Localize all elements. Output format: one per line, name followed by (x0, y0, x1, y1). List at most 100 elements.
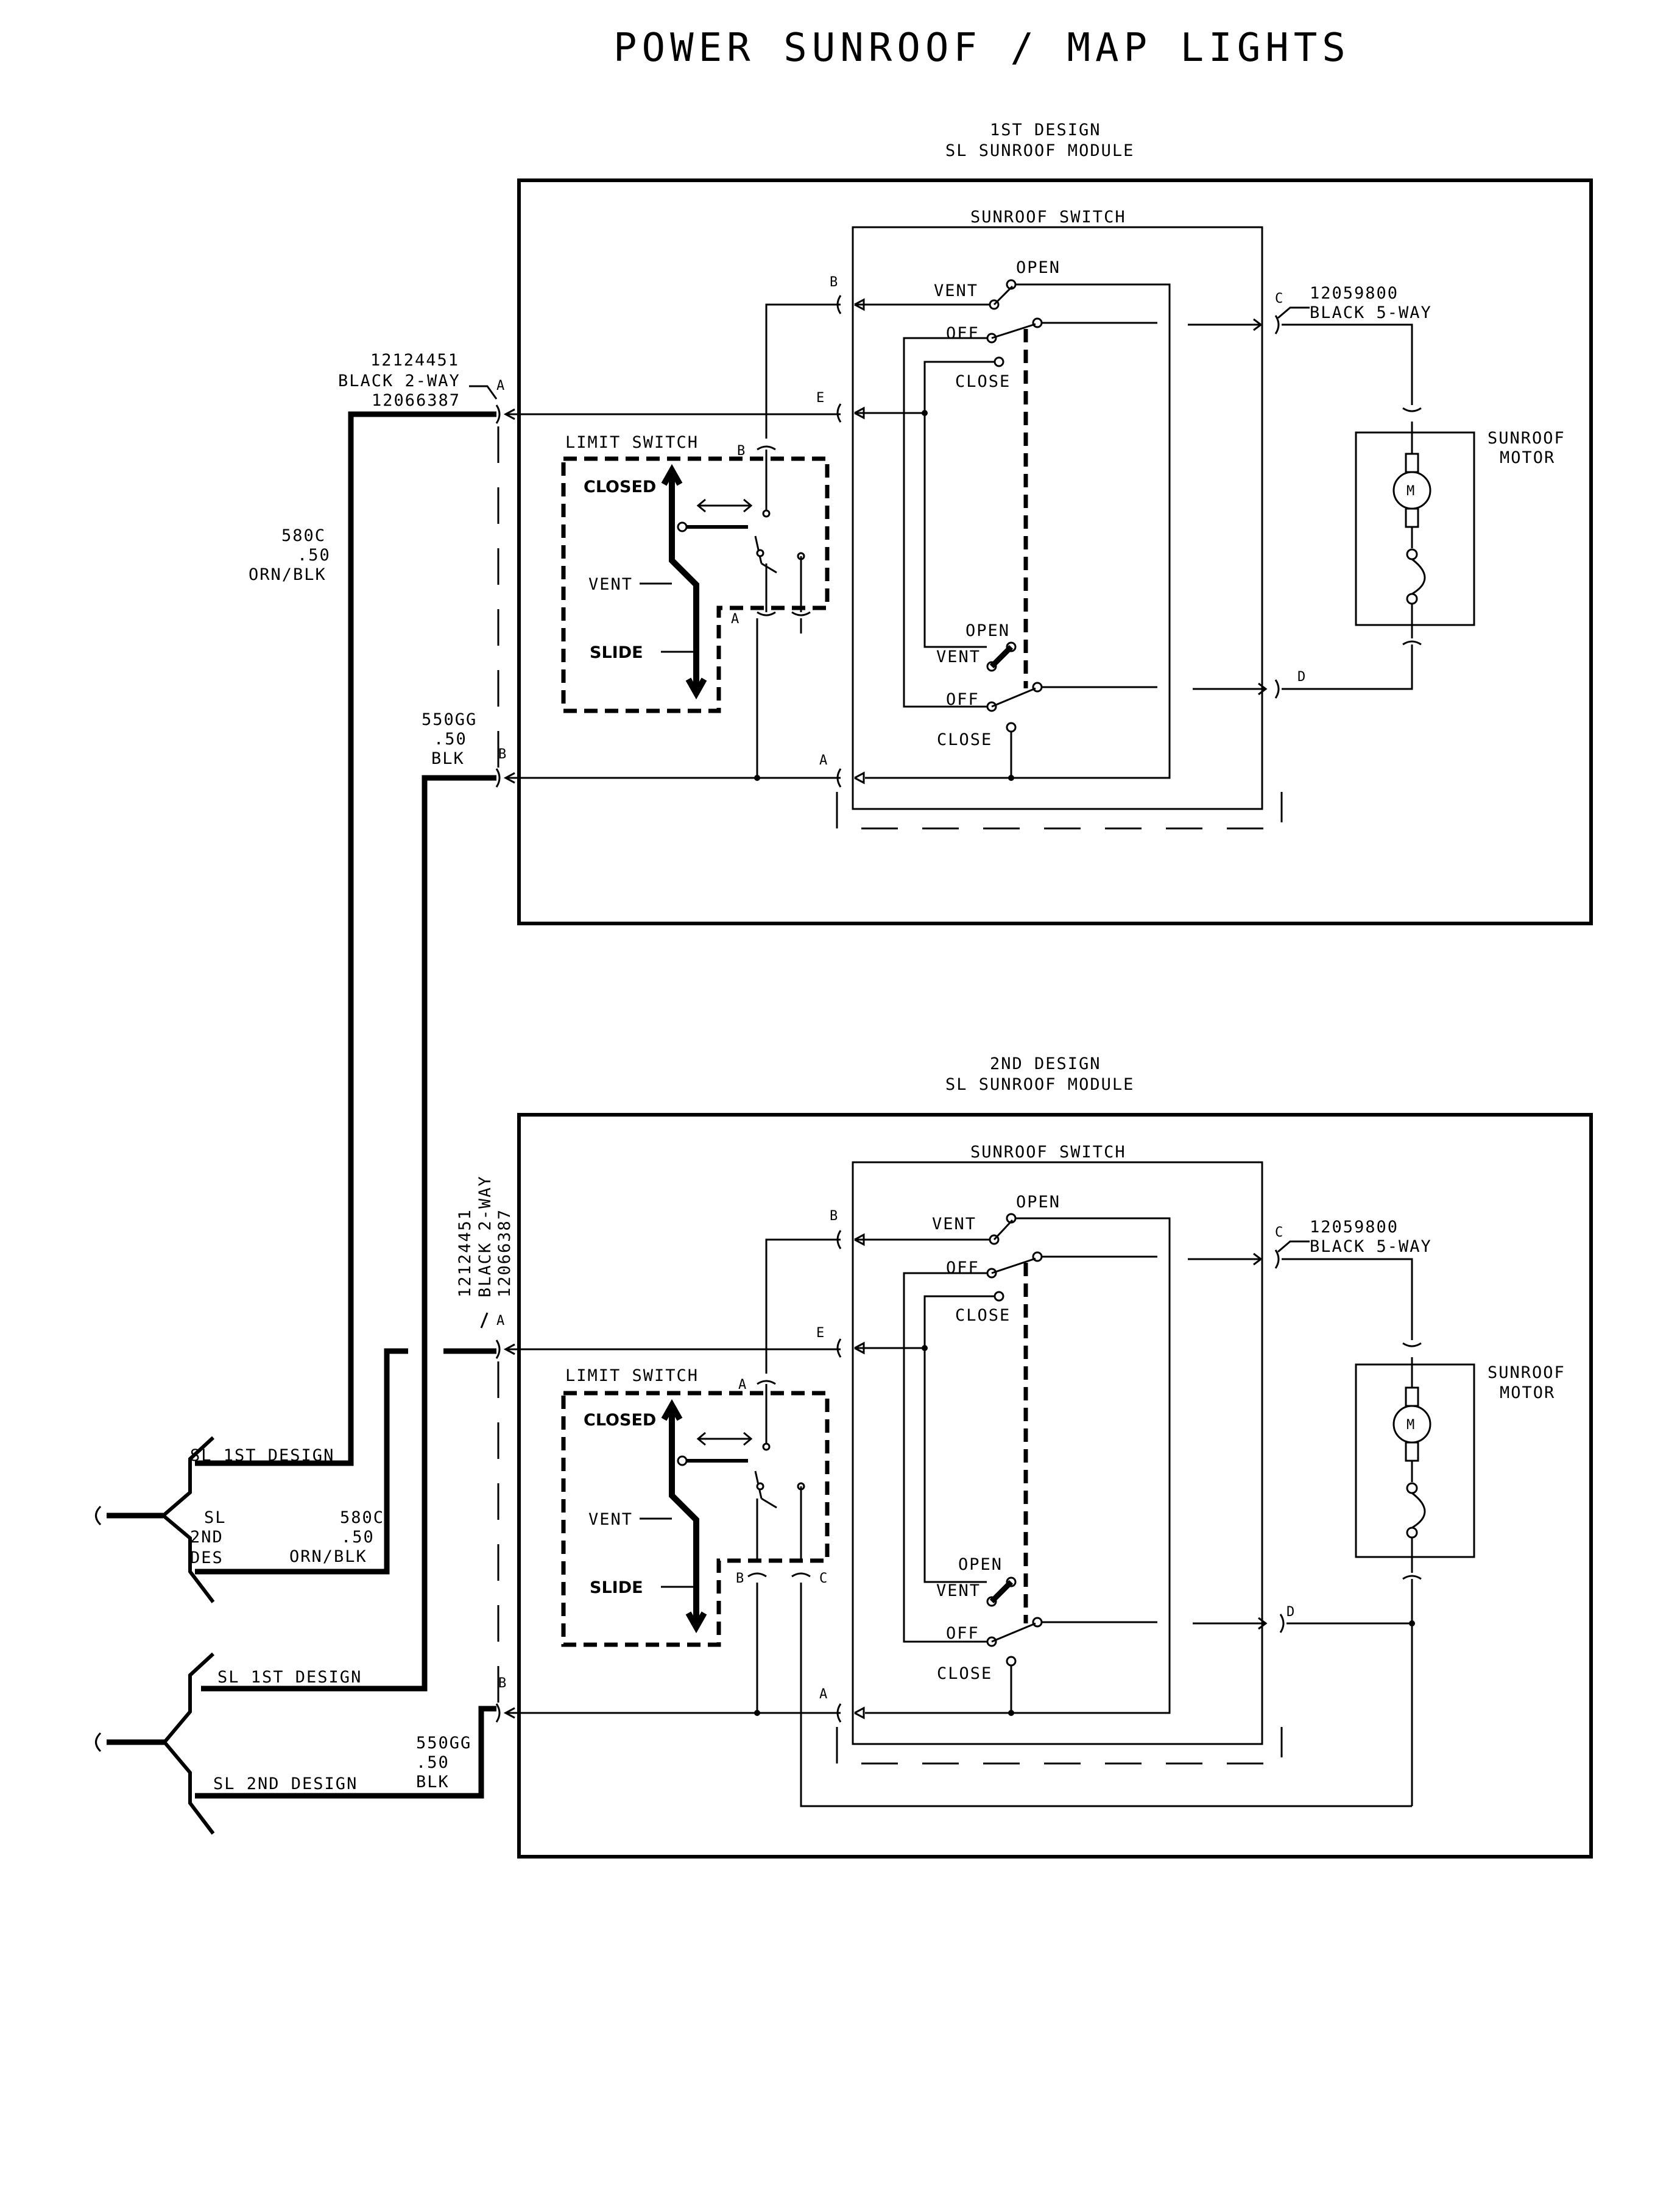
module-2-label-off: OFF (946, 1259, 979, 1277)
module-2-motor-breaker-b (1406, 1527, 1418, 1539)
module-1-title-line1: 1ST DESIGN (990, 121, 1101, 139)
module-2-arrow-e (854, 1341, 865, 1355)
module-1-limit-track (669, 472, 699, 691)
module-1-switch-title: SUNROOF SWITCH (970, 208, 1126, 227)
module-2-limit-pin-c: C (819, 1571, 827, 1586)
module-1-conn2-part2: 12066387 (372, 391, 461, 410)
module-1-limit-conn-a (757, 611, 776, 616)
module-1-motor-box (1355, 431, 1475, 626)
module-1-wire-in-b-head (503, 772, 515, 784)
module-2-lever-off (991, 1257, 1036, 1274)
splice-580c-label-des: DES (190, 1548, 224, 1567)
module-1-limit-contact-b (762, 509, 771, 518)
module-1-wire-in-a-head (503, 408, 515, 420)
module-2-switch-box (852, 1161, 1263, 1745)
module-1-arrow-e (854, 406, 865, 420)
module-2-limit-conn-b (747, 1572, 767, 1578)
module-1-limit-pin-a: A (731, 612, 739, 627)
module-1-motor-breaker-b (1406, 593, 1418, 605)
module-1-label-open2: OPEN (965, 621, 1010, 640)
module-1-limit-conn-a2 (791, 611, 811, 616)
module-2-motor-conn-top (1402, 1342, 1422, 1347)
splice-580c-conn (95, 1505, 102, 1526)
module-1-limit-actuator-end (677, 521, 688, 532)
module-2-conn2-pin-a: A (496, 1313, 504, 1329)
module-1-conn2-part1: 12124451 (370, 351, 459, 370)
module-1-wire2-l1: 550GG (422, 710, 477, 729)
module-1-label-off: OFF (946, 324, 979, 343)
module-2-switch-title: SUNROOF SWITCH (970, 1143, 1126, 1162)
module-2-arrow-b (854, 1233, 865, 1246)
module-1-conn2-b (495, 768, 501, 788)
module-1-conn-desc: BLACK 5-WAY (1310, 303, 1432, 322)
splice-580c-label-1st: SL 1ST DESIGN (190, 1446, 334, 1465)
module-2-conn2-a (495, 1340, 501, 1359)
module-1-motor-wire-top (1282, 323, 1413, 405)
module-1-limit-motion-l (696, 498, 706, 513)
harness-wire-580c-1st (195, 411, 496, 1466)
module-2-title-line1: 2ND DESIGN (990, 1054, 1101, 1073)
module-1-wire2-l2: .50 (434, 730, 467, 749)
module-2-label-off2: OFF (946, 1624, 979, 1643)
module-1-motor-conn-top (1402, 407, 1422, 412)
module-2-label-close2: CLOSE (937, 1664, 992, 1683)
module-2-wire-b-top (765, 1238, 841, 1374)
splice-550gg-conn (95, 1732, 102, 1753)
module-2-pin-c: C (1275, 1225, 1283, 1240)
module-2-pin-b: B (830, 1209, 838, 1224)
module-2-arrow-c-head (1253, 1252, 1263, 1266)
module-2-limit-contact-a (762, 1442, 771, 1451)
module-2-wire2-l3: BLK (416, 1773, 450, 1792)
module-1-limit-vent: VENT (588, 575, 633, 594)
module-2-limit-contact-mid (756, 1482, 764, 1491)
module-2-pin-a: A (819, 1687, 827, 1702)
module-1-wire1-l3: ORN/BLK (249, 565, 326, 584)
harness-wire-580c-2nd (195, 1348, 408, 1575)
module-1-lever-off-bot (991, 687, 1036, 708)
module-1-wire-close-loop (923, 361, 999, 648)
module-1-outline (517, 178, 1593, 925)
module-1-contact-common-top (1032, 317, 1043, 328)
module-1-wire-off-loop (903, 337, 992, 708)
module-1-pin-b: B (830, 275, 838, 290)
module-1-motor-wire-bot (1282, 644, 1413, 690)
module-1-motor-label2: MOTOR (1500, 448, 1555, 467)
module-2-pin-d: D (1286, 1605, 1294, 1620)
page-title: POWER SUNROOF / MAP LIGHTS (613, 26, 1350, 71)
module-2-wire-in-b-head (503, 1707, 515, 1719)
module-1-motor-m: M (1406, 484, 1414, 499)
module-2-motor-label1: SUNROOF (1488, 1363, 1565, 1382)
module-2-conn-desc: BLACK 5-WAY (1310, 1237, 1432, 1256)
module-1-label-close: CLOSE (955, 372, 1011, 391)
module-2-limit-pin-a: A (738, 1377, 746, 1393)
module-2-lever-off-bot (991, 1622, 1036, 1643)
module-2-motor-conn-bot (1402, 1575, 1422, 1580)
module-2-motor-box (1355, 1363, 1475, 1558)
module-2-limit-blade2 (761, 1497, 777, 1509)
module-2-wire1-l2: .50 (341, 1528, 375, 1547)
module-2-conn2-part2: 12066387 (495, 1209, 514, 1297)
module-2-conn2-desc: BLACK 2-WAY (476, 1175, 495, 1297)
module-1-limit-contact-mid (756, 549, 764, 557)
module-1-conn2-pin-a: A (496, 378, 504, 394)
module-2-limit-arrow-up (661, 1399, 683, 1421)
module-2-motor-brush-bot (1405, 1441, 1419, 1462)
module-1-motor-conn-bot (1402, 640, 1422, 646)
module-2-wire1-l3: ORN/BLK (289, 1547, 367, 1566)
module-2-wire-close-loop (923, 1295, 999, 1583)
module-1-conn2-desc: BLACK 2-WAY (338, 372, 461, 390)
module-2-contact-common-bot (1032, 1617, 1043, 1628)
module-2-motor-breaker-arc (1411, 1492, 1426, 1529)
module-2-wire2-l1: 550GG (416, 1734, 471, 1753)
module-2-wire-in-a-head (503, 1343, 515, 1355)
module-1-motor-brush-bot (1405, 507, 1419, 528)
module-1-contact-common-bot (1032, 682, 1043, 693)
module-2-label-vent2: VENT (936, 1581, 981, 1600)
module-2-switch-dashed (836, 1727, 1283, 1765)
module-2-outline (517, 1113, 1593, 1859)
harness-wire-550gg-1st (201, 775, 496, 1692)
module-1-contact-close-bot (1006, 722, 1017, 733)
module-2-wire1-l1: 580C (340, 1508, 384, 1527)
module-2-conn-e (836, 1338, 842, 1358)
module-1-label-off2: OFF (946, 690, 979, 709)
